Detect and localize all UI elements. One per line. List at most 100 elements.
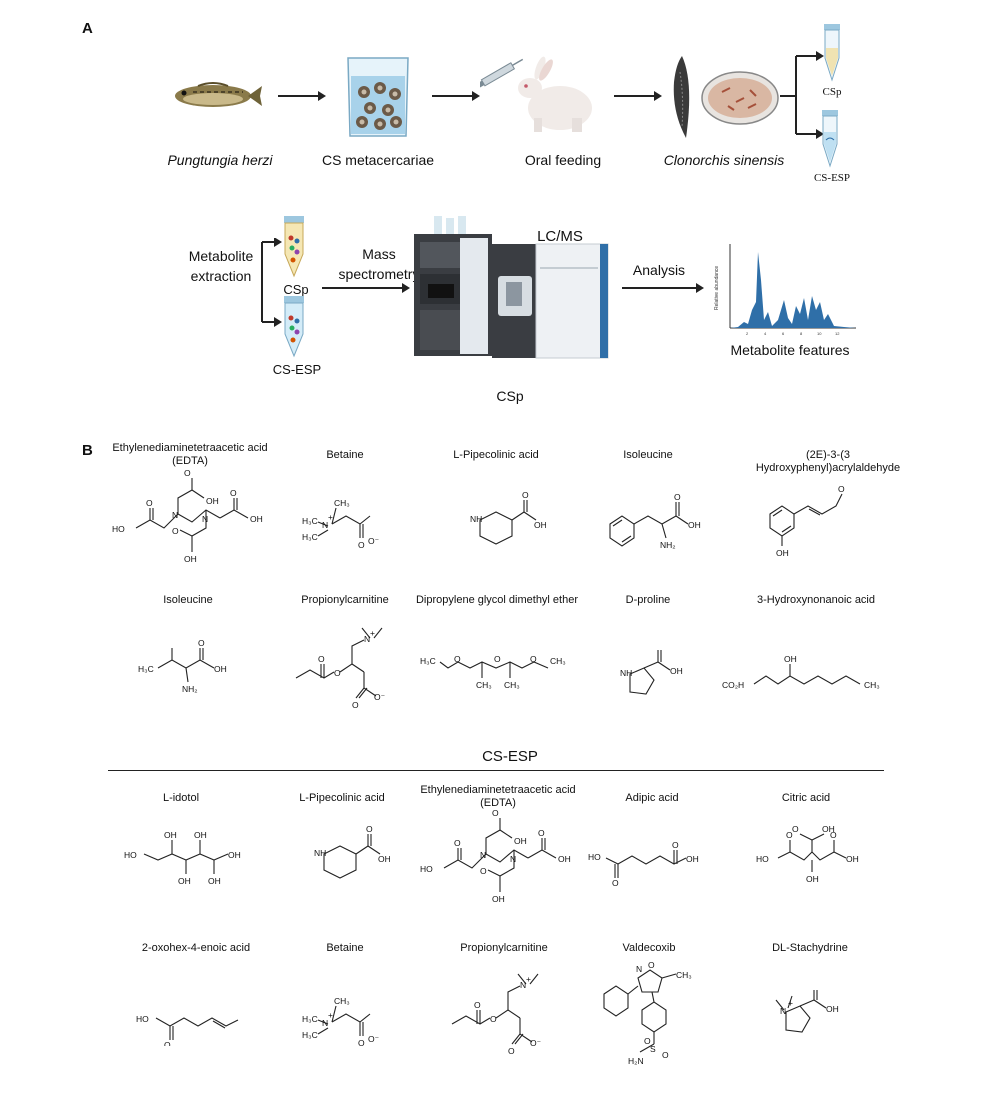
- svg-text:O⁻: O⁻: [530, 1038, 542, 1048]
- svg-text:N: N: [322, 1018, 328, 1028]
- svg-text:OH: OH: [208, 876, 221, 886]
- svg-text:CH₃: CH₃: [476, 680, 492, 690]
- svg-text:O: O: [358, 1038, 365, 1048]
- svg-text:OH: OH: [178, 876, 191, 886]
- svg-text:OH: OH: [806, 874, 819, 884]
- svg-text:H₃C: H₃C: [420, 656, 436, 666]
- compound-name-d-proline: D-proline: [625, 594, 671, 606]
- svg-text:N: N: [364, 634, 370, 644]
- compound-name-betaine-csesp: Betaine: [326, 942, 364, 954]
- compound-name-edta-csp: Ethylenediaminetetraacetic acid (EDTA): [112, 442, 268, 467]
- compound-name-l-idotol: L-idotol: [162, 792, 200, 804]
- svg-text:HO: HO: [588, 852, 601, 862]
- svg-text:O: O: [530, 654, 537, 664]
- svg-text:O: O: [146, 498, 153, 508]
- svg-text:HO: HO: [136, 1014, 149, 1024]
- svg-text:O: O: [172, 526, 179, 536]
- compound-name-propionylcarnitine-csesp: Propionylcarnitine: [460, 942, 548, 954]
- mass-spec-arrow: [322, 283, 410, 293]
- compound-name-citric: Citric acid: [781, 792, 831, 804]
- svg-text:O⁻: O⁻: [368, 536, 380, 546]
- svg-text:OH: OH: [776, 548, 789, 558]
- structure-pipecolinic-csp: NH O OH: [470, 490, 546, 545]
- svg-text:O: O: [508, 1046, 515, 1056]
- svg-text:CH₃: CH₃: [864, 680, 880, 690]
- svg-text:H₃C: H₃C: [302, 516, 318, 526]
- svg-text:NH: NH: [470, 514, 482, 524]
- svg-text:O: O: [612, 878, 619, 886]
- svg-text:O: O: [674, 492, 681, 502]
- svg-text:OH: OH: [228, 850, 241, 860]
- svg-text:O: O: [334, 668, 341, 678]
- structure-isoleucine-1: O OH NH₂: [609, 492, 701, 550]
- svg-text:O: O: [648, 960, 655, 970]
- svg-text:O: O: [786, 830, 793, 840]
- csp-tube-mid: [284, 216, 304, 278]
- svg-text:CH₃: CH₃: [334, 498, 350, 508]
- fish-illustration: [175, 82, 262, 107]
- compound-name-adipic: Adipic acid: [625, 792, 679, 804]
- svg-text:N: N: [510, 854, 516, 864]
- svg-text:+: +: [526, 974, 531, 984]
- compound-name-stachydrine: DL-Stachydrine: [772, 942, 848, 954]
- svg-text:N: N: [172, 510, 178, 520]
- svg-text:OH: OH: [534, 520, 546, 530]
- svg-text:O: O: [538, 828, 545, 838]
- svg-text:NH: NH: [314, 848, 326, 858]
- svg-text:H₃C: H₃C: [302, 532, 318, 542]
- fish-caption: Pungtungia herzi: [167, 152, 273, 168]
- svg-text:OH: OH: [558, 854, 571, 864]
- svg-text:CH₃: CH₃: [334, 996, 350, 1006]
- svg-text:OH: OH: [214, 664, 227, 674]
- panel-a-label: A: [82, 20, 93, 37]
- compound-name-betaine-csp: Betaine: [326, 449, 364, 461]
- svg-text:O: O: [366, 824, 373, 834]
- svg-text:OH: OH: [846, 854, 859, 864]
- features-label: Metabolite features: [730, 342, 850, 358]
- svg-text:OH: OH: [670, 666, 683, 676]
- svg-text:+: +: [328, 1010, 333, 1020]
- svg-text:OH: OH: [826, 1004, 839, 1014]
- svg-text:O: O: [318, 654, 325, 664]
- svg-text:O: O: [490, 1014, 497, 1024]
- structure-stachydrine: N+OH: [775, 990, 839, 1033]
- structure-d-proline: NH OH: [620, 650, 683, 695]
- svg-text:O: O: [184, 470, 191, 478]
- compound-name-dipropylene: Dipropylene glycol dimethyl ether: [415, 594, 579, 606]
- svg-text:O: O: [672, 840, 679, 850]
- svg-text:NH: NH: [620, 668, 632, 678]
- svg-text:N: N: [322, 520, 328, 530]
- svg-text:+: +: [328, 512, 333, 522]
- svg-text:O: O: [492, 810, 499, 818]
- svg-text:O: O: [230, 488, 237, 498]
- svg-text:CH₃: CH₃: [550, 656, 566, 666]
- svg-text:8: 8: [800, 331, 803, 336]
- csp-tube-label-mid: CSp: [283, 282, 309, 297]
- svg-text:HO: HO: [756, 854, 769, 864]
- svg-text:O: O: [522, 490, 529, 500]
- metacercariae-caption: CS metacercariae: [321, 152, 435, 168]
- svg-text:10: 10: [817, 331, 822, 336]
- svg-text:OH: OH: [194, 830, 207, 840]
- svg-text:OH: OH: [822, 824, 835, 834]
- structure-propionylcarnitine-csesp: OON+OO⁻: [451, 973, 542, 1056]
- structure-oxohexenoic: HOO: [136, 1014, 239, 1046]
- csp-tube-top: [824, 24, 840, 82]
- svg-text:O: O: [454, 654, 461, 664]
- svg-text:CH₃: CH₃: [504, 680, 520, 690]
- svg-text:N: N: [520, 980, 526, 990]
- svg-text:OH: OH: [688, 520, 701, 530]
- svg-text:NH₂: NH₂: [660, 540, 676, 550]
- svg-text:O: O: [358, 540, 365, 550]
- rabbit-illustration: [480, 56, 592, 132]
- csesp-tube-label-top: CS-ESP: [813, 172, 851, 184]
- svg-text:H₂N: H₂N: [628, 1056, 644, 1066]
